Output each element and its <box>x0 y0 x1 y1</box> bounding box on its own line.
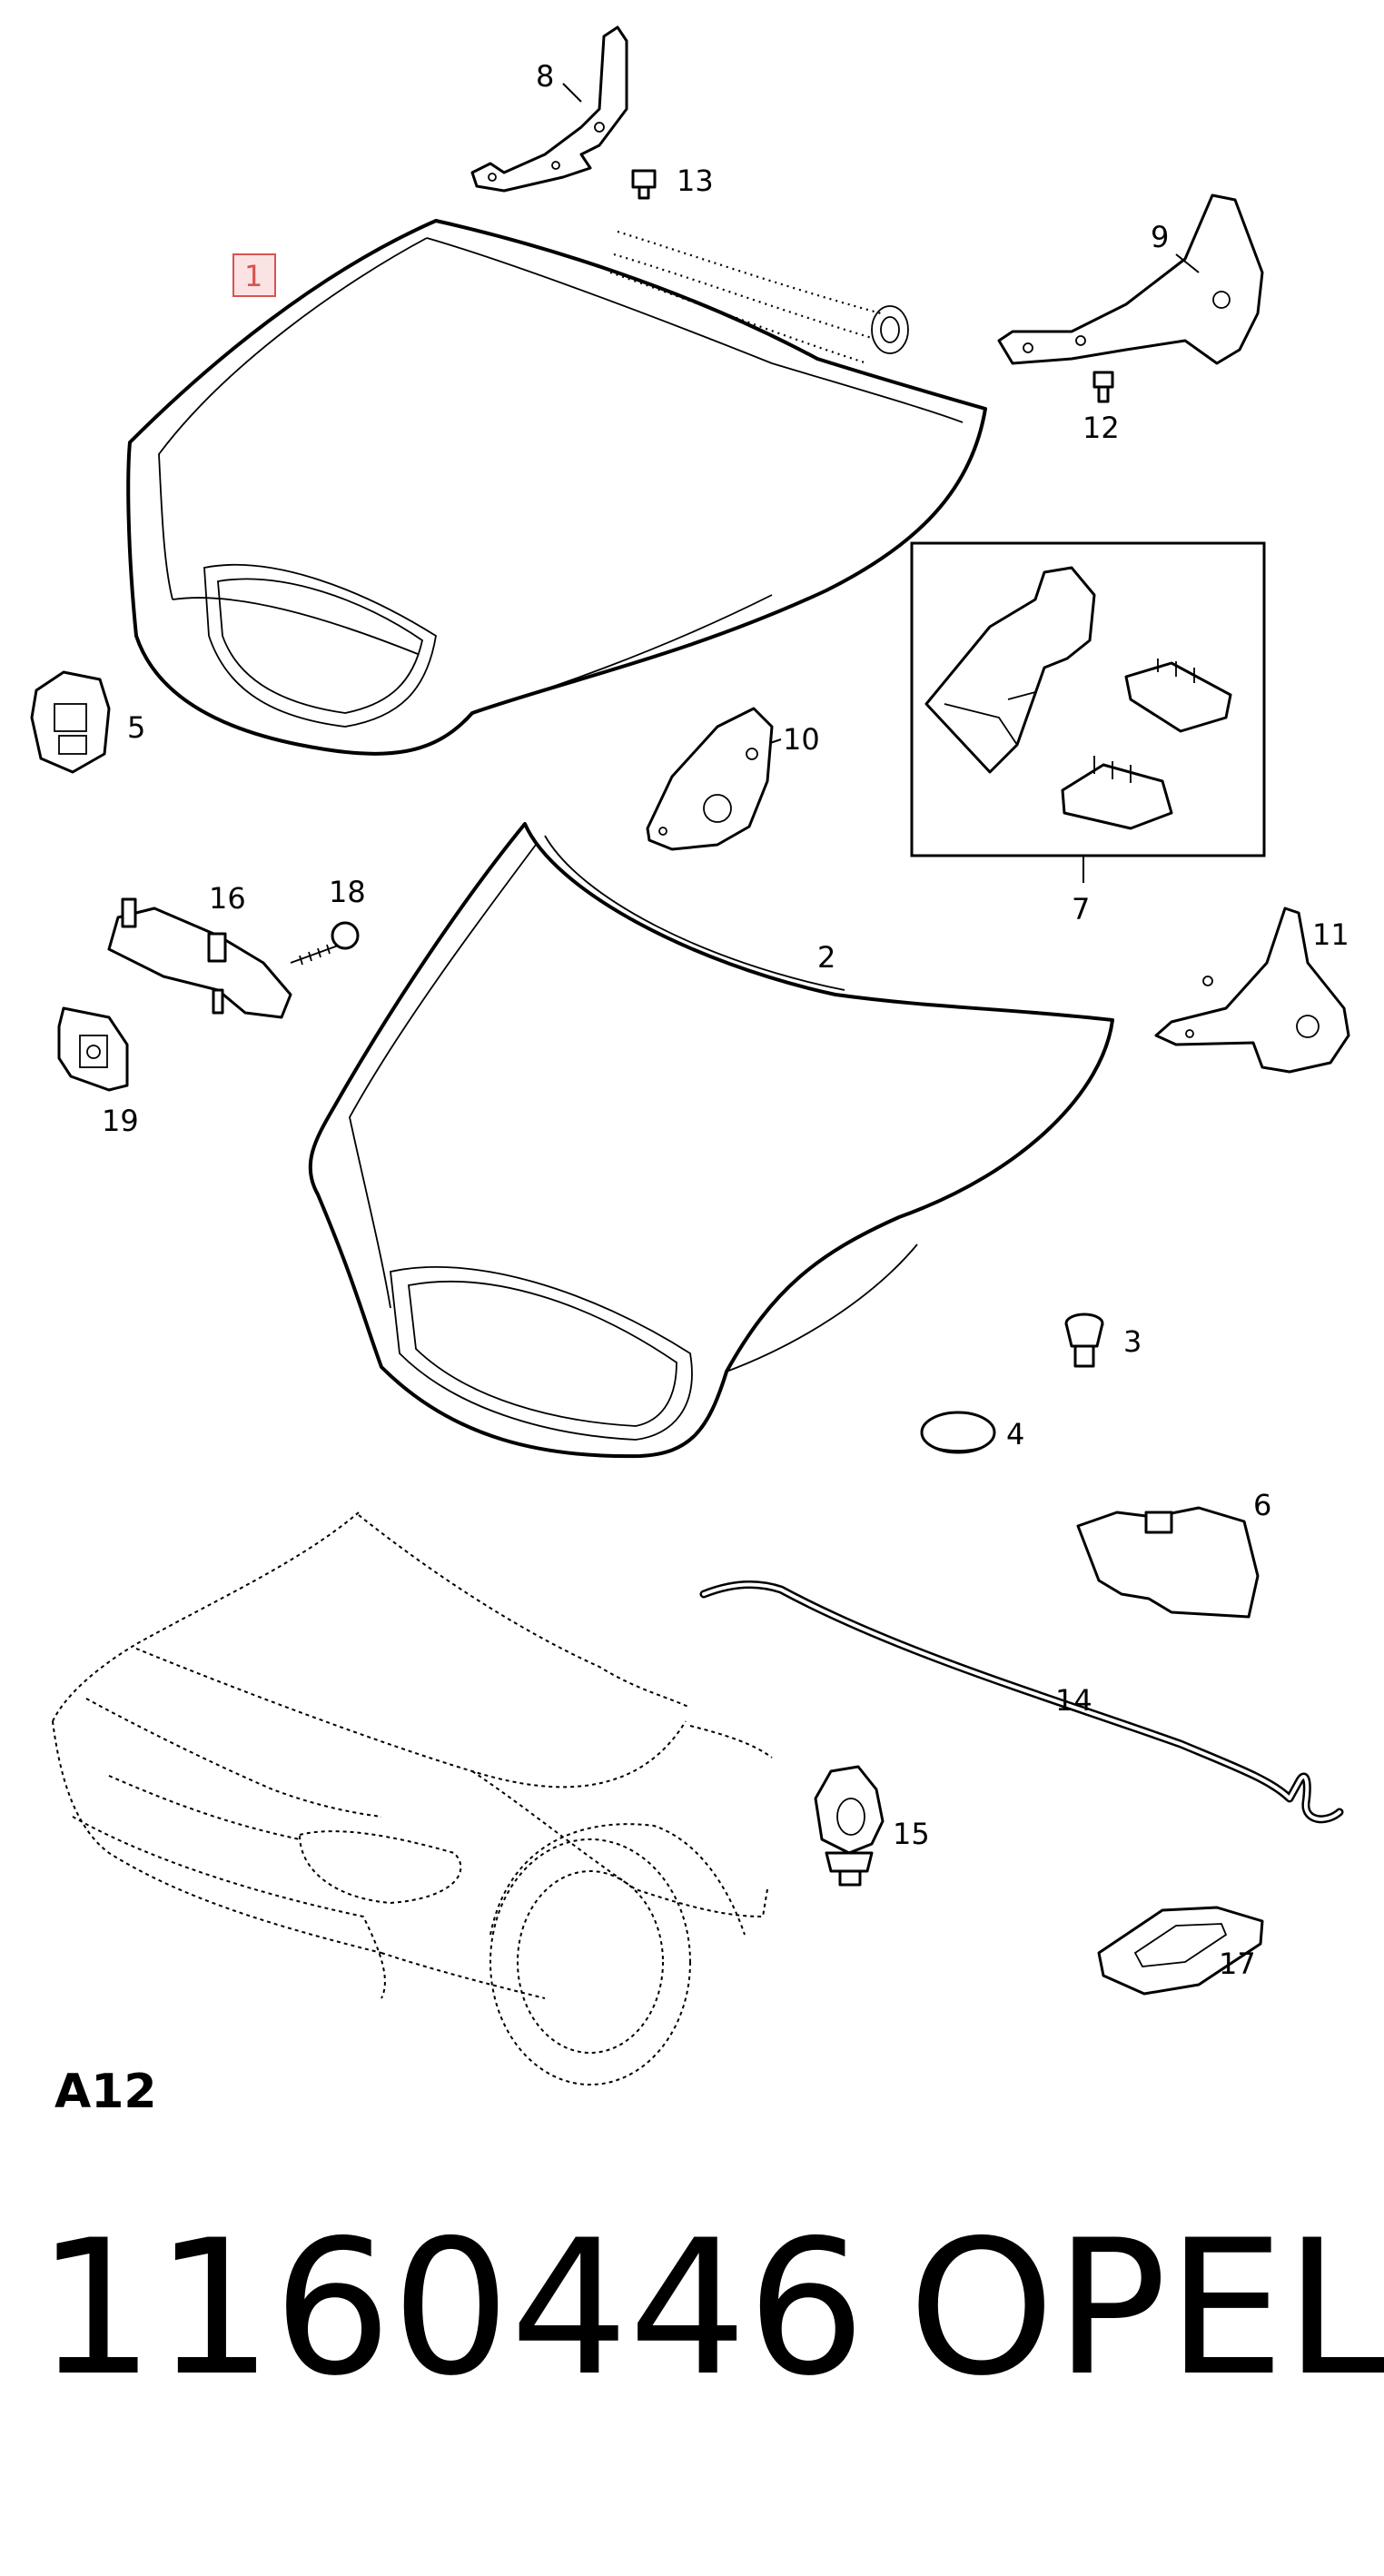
callout-19: 19 <box>102 1104 139 1138</box>
bolt-13: 13 <box>631 163 714 200</box>
screw-18: 18 <box>290 875 366 966</box>
hinge-9: 9 <box>997 193 1264 365</box>
bump-stop-3: 3 <box>1064 1313 1142 1368</box>
callout-10: 10 <box>783 722 820 757</box>
nut-19: 19 <box>57 1006 139 1138</box>
rod-14: 14 <box>699 1580 1344 1824</box>
handle-17: 17 <box>1097 1906 1264 1996</box>
clip-5: 5 <box>30 670 145 774</box>
brand-name: OPEL <box>908 2201 1384 2417</box>
hood-lower: 2 <box>308 822 1114 1459</box>
part-number: 1160446 <box>36 2201 865 2417</box>
hood-seal <box>609 230 909 365</box>
callout-6: 6 <box>1253 1488 1271 1522</box>
callout-3: 3 <box>1123 1324 1142 1359</box>
hinge-8: 8 <box>470 25 628 193</box>
rod-holder-15: 15 <box>814 1765 930 1887</box>
callout-7: 7 <box>1072 892 1090 926</box>
striker-16: 16 <box>107 881 292 1019</box>
car-outline <box>52 1511 773 2086</box>
hood-upper <box>126 219 987 756</box>
callout-14: 14 <box>1055 1683 1092 1718</box>
callout-5: 5 <box>127 710 145 745</box>
callout-11: 11 <box>1312 917 1349 952</box>
callout-1-box[interactable]: 1 <box>232 253 276 297</box>
callout-1: 1 <box>244 259 262 293</box>
callout-18: 18 <box>329 875 366 909</box>
hinge-10: 10 <box>646 707 820 851</box>
lock-bracket-6: 6 <box>1076 1488 1271 1619</box>
callout-15: 15 <box>893 1817 930 1851</box>
callout-4: 4 <box>1006 1417 1024 1451</box>
bolt-12: 12 <box>1082 371 1120 445</box>
callout-17: 17 <box>1219 1947 1256 1981</box>
callout-16: 16 <box>209 881 246 916</box>
plug-4: 4 <box>920 1411 1024 1454</box>
callout-9: 9 <box>1151 220 1169 254</box>
callout-2: 2 <box>817 940 835 975</box>
kit-7: 7 <box>910 541 1266 926</box>
callout-8: 8 <box>536 59 554 94</box>
parts-diagram: 1 8 13 9 12 5 <box>30 25 1350 2119</box>
hinge-11: 11 <box>1154 907 1350 1074</box>
callout-13: 13 <box>677 163 714 198</box>
section-code: A12 <box>54 2065 157 2119</box>
callout-12: 12 <box>1082 411 1120 445</box>
